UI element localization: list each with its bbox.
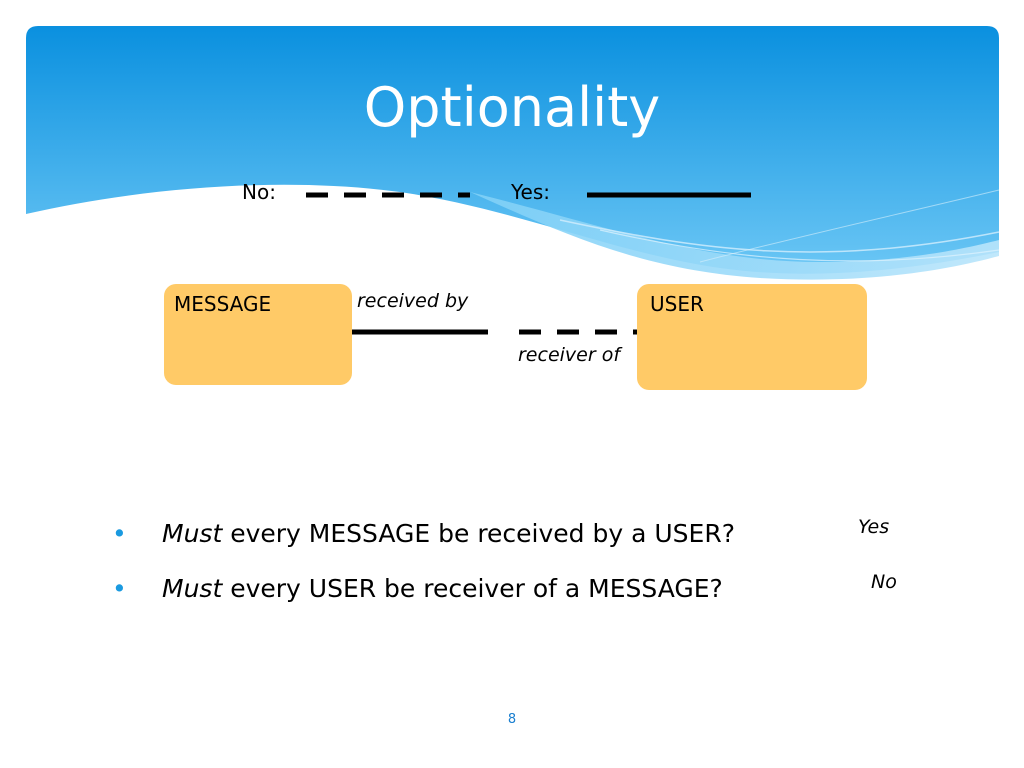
bullet-list: • Must every MESSAGE be received by a US… <box>112 512 735 622</box>
answer-yes: Yes <box>858 516 890 538</box>
relationship-solid-segment <box>352 329 488 335</box>
answer-no: No <box>871 571 897 593</box>
bullet-text: every MESSAGE be received by a USER? <box>222 519 735 548</box>
entity-user-label: USER <box>650 292 704 316</box>
relationship-label-receiver-of: receiver of <box>518 344 621 366</box>
legend-dashed-line <box>306 192 470 198</box>
entity-user[interactable]: USER <box>637 284 867 390</box>
entity-message[interactable]: MESSAGE <box>164 284 352 385</box>
bullet-emphasis: Must <box>162 574 223 603</box>
bullet-dot-icon: • <box>112 519 127 548</box>
legend-no-label: No: <box>242 180 276 204</box>
bullet-emphasis: Must <box>162 519 223 548</box>
relationship-label-received-by: received by <box>357 290 469 312</box>
header-background <box>26 26 1000 280</box>
page-number: 8 <box>507 712 517 727</box>
bullet-dot-icon: • <box>112 574 127 603</box>
bullet-text: every USER be receiver of a MESSAGE? <box>222 574 723 603</box>
entity-message-label: MESSAGE <box>174 292 272 316</box>
legend-solid-line <box>587 192 751 198</box>
legend-yes-label: Yes: <box>511 180 551 204</box>
bullet-item: • Must every USER be receiver of a MESSA… <box>112 567 735 622</box>
relationship-dashed-segment <box>519 329 637 335</box>
bullet-item: • Must every MESSAGE be received by a US… <box>112 512 735 567</box>
slide-title: Optionality <box>363 76 661 139</box>
